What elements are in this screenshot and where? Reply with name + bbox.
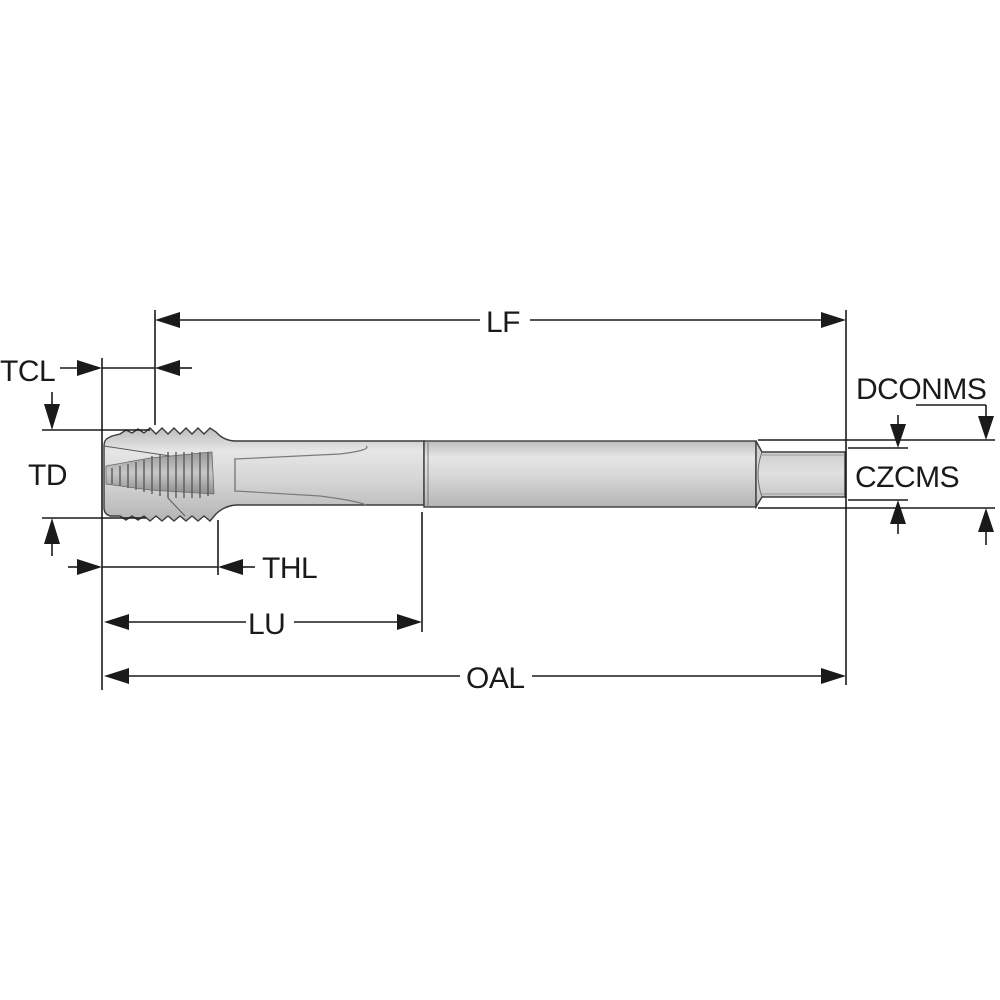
arrow-right-icon [821, 312, 846, 328]
label-thl: THL [262, 552, 317, 585]
arrow-left-icon [218, 559, 243, 575]
label-czcms: CZCMS [855, 461, 959, 494]
thread-crests [103, 445, 209, 517]
square-drive [755, 440, 846, 510]
label-dconms: DCONMS [856, 373, 986, 406]
label-oal: OAL [466, 662, 525, 695]
label-td: TD [28, 459, 67, 492]
arrow-down-icon [44, 404, 60, 430]
flute-run-out [235, 445, 368, 506]
dimension-lines [42, 310, 995, 690]
label-lu: LU [248, 608, 285, 641]
arrow-left-icon [104, 614, 129, 630]
arrowheads [44, 312, 994, 684]
shank [423, 440, 757, 508]
arrow-right-icon [77, 559, 102, 575]
arrow-left-icon [104, 668, 129, 684]
arrow-up-icon [44, 518, 60, 544]
arrow-right-icon [397, 614, 422, 630]
arrow-right-icon [77, 360, 102, 376]
arrow-up-icon [978, 508, 994, 532]
label-tcl: TCL [0, 355, 55, 388]
arrow-down-icon [890, 424, 906, 448]
arrow-down-icon [978, 416, 994, 440]
arrow-left-icon [155, 360, 180, 376]
arrow-up-icon [890, 500, 906, 524]
tap-body [103, 427, 846, 522]
arrow-right-icon [821, 668, 846, 684]
label-lf: LF [486, 306, 520, 339]
arrow-left-icon [155, 312, 180, 328]
